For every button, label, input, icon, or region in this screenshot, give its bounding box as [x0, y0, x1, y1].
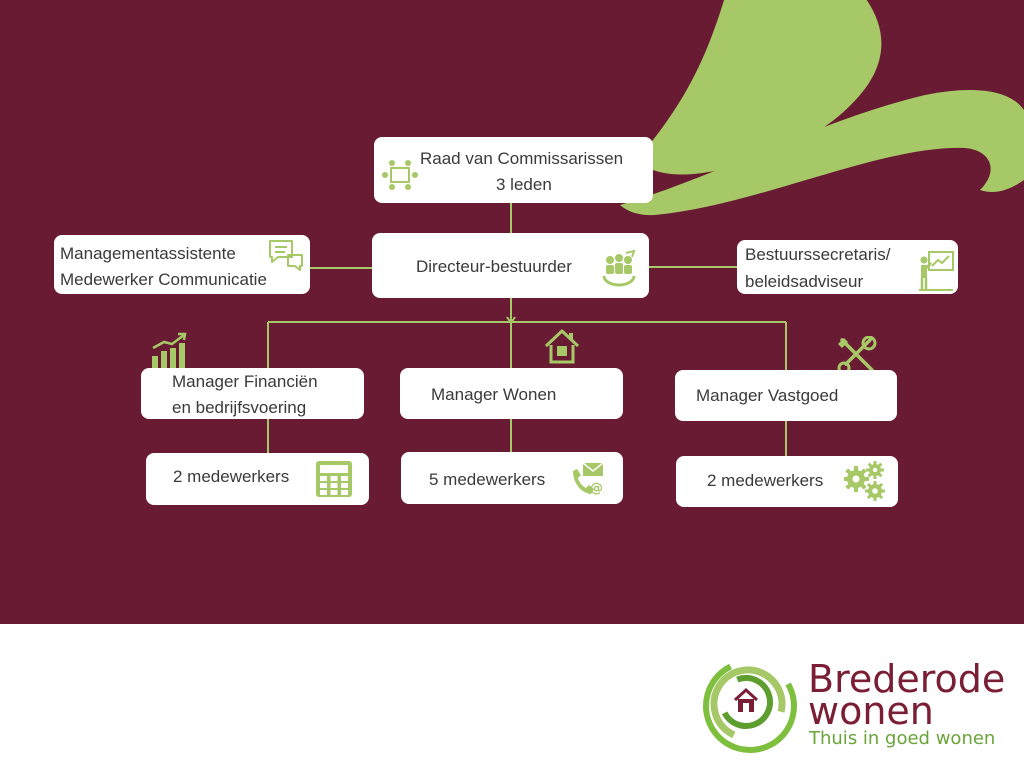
presentation-icon — [919, 251, 954, 291]
team-gear-icon — [602, 249, 636, 287]
staff-vastgoed-count: 2 medewerkers — [707, 471, 824, 490]
rvc-title: Raad van Commissarissen — [420, 149, 624, 168]
footer: Brederode wonen Thuis in goed wonen — [0, 624, 1024, 768]
staff-vastgoed-box: 2 medewerkers — [676, 456, 898, 507]
connector-lines — [267, 203, 787, 456]
manager-wonen-box: Manager Wonen — [400, 368, 623, 419]
gears-icon — [844, 461, 885, 501]
calculator-icon — [316, 461, 352, 497]
house-icon — [544, 329, 580, 364]
staff-wonen-count: 5 medewerkers — [429, 470, 546, 489]
brand-tagline: Thuis in goed wonen — [809, 728, 996, 749]
brand-name-line2: wonen — [808, 689, 934, 733]
speech-bubbles-icon — [269, 240, 303, 271]
rvc-box: Raad van Commissarissen 3 leden — [374, 137, 653, 203]
secretary-line1: Bestuurssecretaris/ — [745, 245, 891, 264]
manager-vastgoed-title: Manager Vastgoed — [696, 386, 839, 405]
org-chart-canvas: Raad van Commissarissen 3 leden Directeu… — [0, 0, 1024, 624]
staff-wonen-box: 5 medewerkers @ — [401, 452, 623, 504]
director-title: Directeur-bestuurder — [416, 257, 572, 276]
manager-vastgoed-box: Manager Vastgoed — [675, 370, 897, 421]
staff-finance-box: 2 medewerkers — [146, 453, 369, 505]
svg-text:@: @ — [590, 481, 603, 496]
manager-finance-line1: Manager Financiën — [172, 372, 318, 391]
assistant-line2: Medewerker Communicatie — [60, 270, 267, 289]
secretary-box: Bestuurssecretaris/ beleidsadviseur — [737, 240, 958, 294]
assistant-box: Managementassistente Medewerker Communic… — [54, 235, 310, 294]
manager-finance-box: Manager Financiën en bedrijfsvoering — [141, 368, 364, 419]
assistant-line1: Managementassistente — [60, 244, 236, 263]
staff-finance-count: 2 medewerkers — [173, 467, 290, 486]
manager-wonen-title: Manager Wonen — [431, 385, 557, 404]
manager-finance-line2: en bedrijfsvoering — [172, 398, 307, 417]
growth-chart-icon — [152, 332, 187, 368]
rvc-members: 3 leden — [496, 175, 552, 194]
swirl-house-logo — [703, 659, 797, 753]
phone-mail-icon: @ — [573, 462, 604, 496]
decorative-swoosh — [620, 0, 1024, 216]
director-box: Directeur-bestuurder — [372, 233, 649, 298]
tools-icon — [837, 336, 877, 375]
secretary-line2: beleidsadviseur — [745, 272, 864, 291]
brand-name-line1: Brederode — [808, 657, 1006, 701]
meeting-table-icon — [382, 160, 418, 190]
